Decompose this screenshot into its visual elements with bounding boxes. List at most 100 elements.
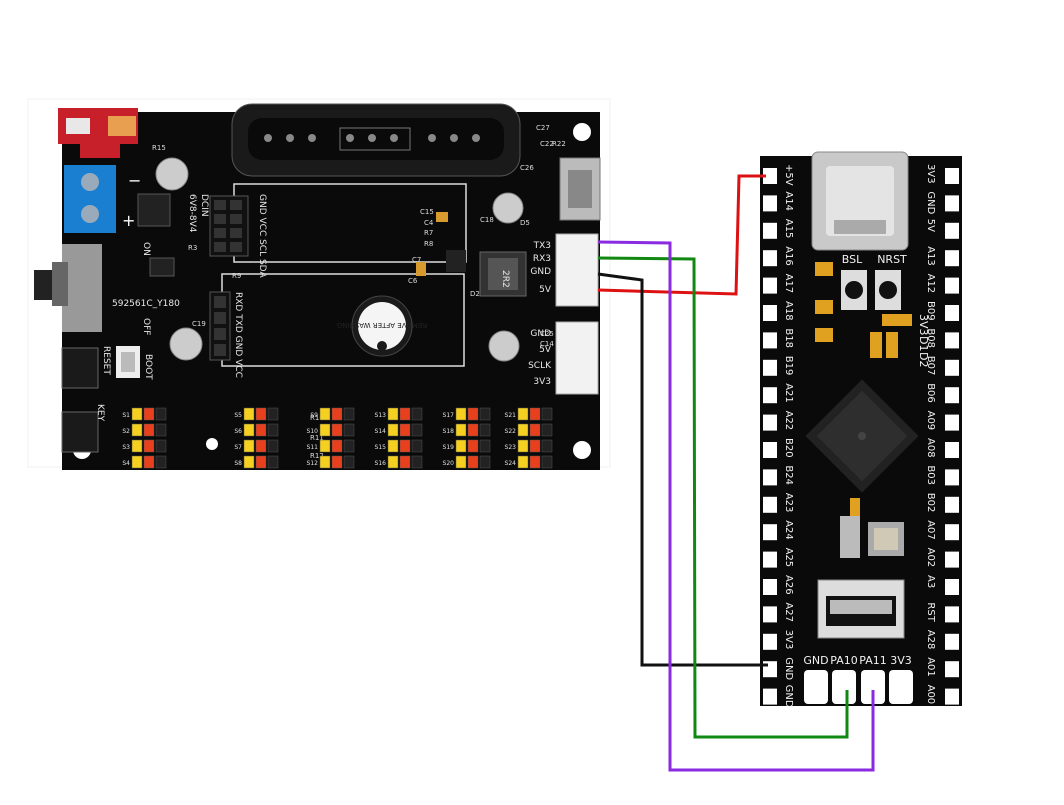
servo-pin: [255, 423, 267, 437]
mcu-left-pin-label: B18: [783, 328, 794, 348]
controller-board: − + ON OFF 592561C_Y180 RESET BOOT KEY: [27, 98, 611, 470]
pin-pad-left: [763, 496, 777, 513]
ps2-pin-gnd: GND: [530, 267, 551, 277]
aux-pin-gnd: GND: [530, 329, 551, 339]
components: 2R2: [137, 157, 601, 362]
aux-header: GND 5V SCLK 3V3: [528, 321, 599, 395]
component-label: C19: [192, 320, 206, 328]
pin-pad-left: [763, 332, 777, 349]
power-connector: [58, 108, 138, 158]
servo-pin: [517, 455, 529, 469]
pad-3v3: [889, 670, 913, 704]
servo-pin: [267, 407, 279, 421]
aux-pin-3v3: 3V3: [533, 377, 551, 387]
jumper-3v3: 3V3: [917, 314, 930, 336]
terminal-block: − +: [64, 165, 141, 233]
servo-pin: [455, 407, 467, 421]
pin-pad-right: [945, 442, 959, 458]
servo-pin: [387, 455, 399, 469]
mcu-board: BSL NRST 3V3 D1 D2: [760, 151, 962, 708]
servo-pin: [529, 455, 541, 469]
servo-label: S7: [234, 444, 242, 451]
servo-pin: [467, 455, 479, 469]
boot-label: BOOT: [143, 354, 153, 380]
servo-pin: [319, 439, 331, 453]
servo-pin: [143, 455, 155, 469]
servo-pin: [343, 423, 355, 437]
polarity-minus: −: [128, 171, 141, 190]
mcu-left-pin-label: A27: [783, 602, 794, 622]
bottom-pin-gnd: GND: [803, 654, 828, 667]
mcu-left-pin-label: A26: [783, 575, 794, 595]
pin-pad-left: [763, 168, 777, 184]
servo-pin: [541, 455, 553, 469]
usb-c-connector: [811, 151, 909, 251]
servo-pin: [131, 423, 143, 437]
pin-pad-left: [763, 387, 777, 404]
servo-pin: [131, 407, 143, 421]
servo-label: S14: [375, 428, 387, 435]
servo-pin: [155, 455, 167, 469]
servo-pin: [243, 439, 255, 453]
servo-label: S16: [375, 460, 387, 467]
servo-pin: [387, 439, 399, 453]
servo-pin: [131, 455, 143, 469]
mcu-left-pin-label: +5V: [783, 164, 794, 186]
mcu-right-pin-label: B03: [925, 465, 936, 485]
mcu-right-pin-label: 5V: [925, 219, 936, 232]
wire-purple-pa11: [597, 240, 875, 772]
mcu-right-pin-label: A28: [925, 630, 936, 650]
servo-pin: [455, 423, 467, 437]
servo-pin: [399, 423, 411, 437]
uart-header-label: RXD TXD GND VCC: [233, 292, 243, 378]
dcin-label: DCIN: [199, 194, 209, 217]
servo-pin: [529, 439, 541, 453]
servo-pin: [243, 455, 255, 469]
servo-pin: [255, 455, 267, 469]
servo-label: S1: [122, 412, 130, 419]
pin-pad-right: [945, 332, 959, 349]
component-label: R7: [424, 229, 433, 237]
component-label: C18: [480, 216, 494, 224]
pin-pad-left: [763, 469, 777, 486]
mcu-right-pin-label: A12: [925, 274, 936, 294]
mcu-left-pin-label: A21: [783, 383, 794, 403]
servo-pin: [267, 455, 279, 469]
power-switch[interactable]: ON OFF 592561C_Y180: [34, 242, 180, 335]
component-label: C15: [420, 208, 434, 216]
servo-pin: [143, 439, 155, 453]
mcu-left-pin-label: B19: [783, 356, 794, 376]
servo-pin: [319, 423, 331, 437]
pin-pad-right: [945, 250, 959, 267]
servo-label: S15: [375, 444, 387, 451]
bottom-pin-pa10: PA10: [830, 654, 857, 667]
pin-pad-left: [763, 305, 777, 321]
servo-pin: [479, 423, 491, 437]
servo-label: S9: [310, 412, 318, 419]
mcu-left-pin-label: A23: [783, 493, 794, 513]
pin-pad-right: [945, 551, 959, 568]
wires: [597, 174, 875, 772]
servo-pin: [479, 455, 491, 469]
servo-label: S5: [234, 412, 242, 419]
servo-pin: [255, 439, 267, 453]
servo-pin: [399, 455, 411, 469]
servo-label: S19: [443, 444, 455, 451]
pin-pad-left: [763, 222, 777, 239]
component-label: D5: [520, 219, 530, 227]
switch-off-label: OFF: [141, 318, 151, 335]
bsl-button[interactable]: [841, 270, 867, 310]
pin-pad-left: [763, 633, 777, 650]
mcu-right-pin-label: 3V3: [925, 164, 936, 184]
servo-label: S18: [443, 428, 455, 435]
component-label: R11: [310, 434, 324, 442]
mcu-right-pin-label: B02: [925, 493, 936, 513]
pin-pad-left: [763, 195, 777, 212]
nrst-button[interactable]: [875, 270, 901, 310]
pad-pa10: [832, 670, 856, 704]
servo-pin: [319, 407, 331, 421]
servo-pin: [529, 407, 541, 421]
reset-label: RESET: [101, 346, 111, 375]
pin-pad-right: [945, 688, 959, 705]
servo-pin: [343, 439, 355, 453]
